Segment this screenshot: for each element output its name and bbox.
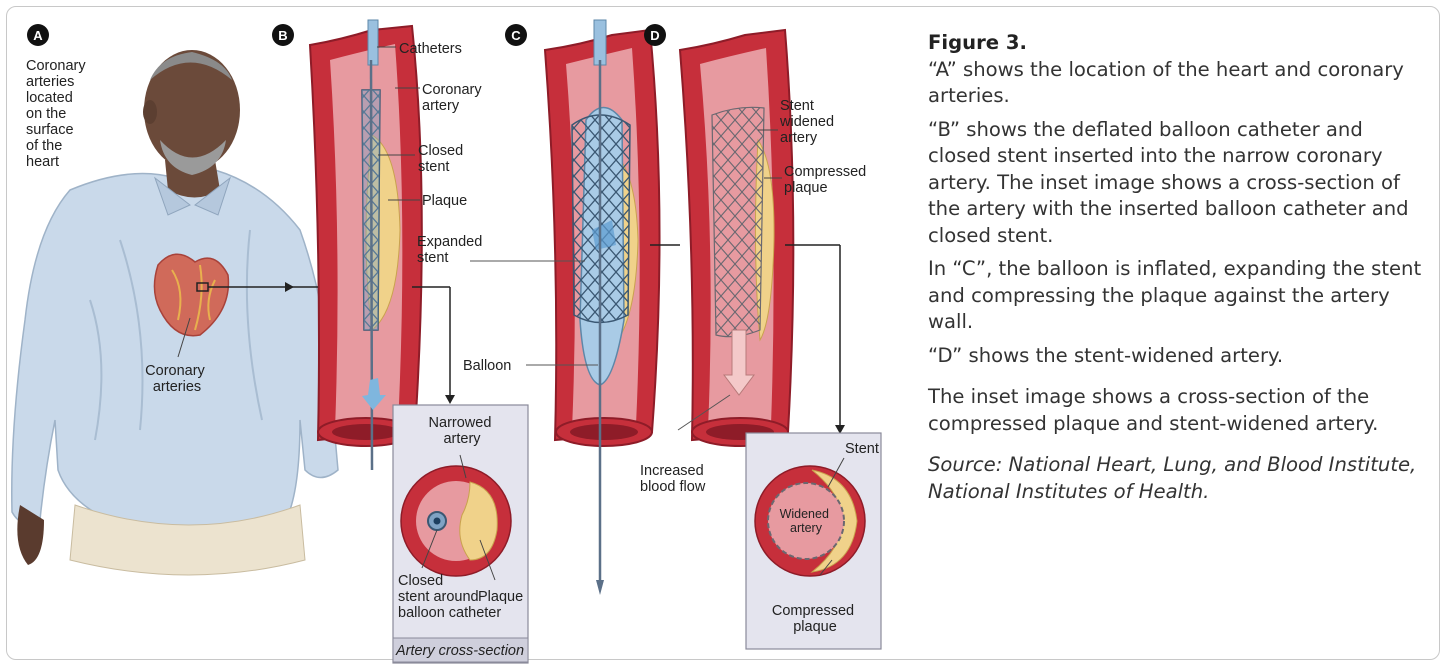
label-coronary-arteries: Coronary arteries: [145, 363, 209, 395]
label-coronary-artery: Coronary artery: [422, 82, 486, 114]
label-coronary-arteries-located: Coronary arteries located on the surface…: [26, 58, 90, 170]
svg-text:A: A: [33, 28, 43, 43]
label-compressed-plaque: Compressed plaque: [784, 164, 870, 196]
stent-procedure-illustration: A B C D Coronary arteries located on the…: [0, 0, 930, 666]
panel-letter-d: D: [644, 24, 666, 46]
caption-paragraph-inset: The inset image shows a cross-section of…: [928, 384, 1428, 437]
panel-d-artery: [678, 30, 845, 446]
label-artery-cross-section: Artery cross-section: [395, 643, 524, 659]
caption-paragraph-d: “D” shows the stent-widened artery.: [928, 343, 1428, 370]
label-catheters: Catheters: [399, 41, 462, 57]
label-increased-blood-flow: Increased blood flow: [640, 463, 708, 495]
caption-title: Figure 3.: [928, 30, 1428, 57]
label-stent: Stent: [845, 441, 879, 457]
caption-paragraph-c: In “C”, the balloon is inflated, expandi…: [928, 256, 1428, 336]
svg-text:D: D: [650, 28, 659, 43]
svg-text:C: C: [511, 28, 521, 43]
svg-text:B: B: [278, 28, 287, 43]
label-stent-widened-artery: Stent widened artery: [779, 98, 838, 146]
caption-source: Source: National Heart, Lung, and Blood …: [928, 452, 1428, 505]
panel-letter-b: B: [272, 24, 294, 46]
label-plaque: Plaque: [422, 193, 467, 209]
label-closed-stent: Closed stent: [418, 143, 467, 175]
figure-caption: Figure 3. “A” shows the location of the …: [928, 30, 1428, 505]
panel-letter-a: A: [27, 24, 49, 46]
panel-letter-c: C: [505, 24, 527, 46]
caption-paragraph-b: “B” shows the deflated balloon catheter …: [928, 117, 1428, 250]
label-plaque-inset: Plaque: [478, 589, 523, 605]
label-balloon: Balloon: [463, 358, 511, 374]
caption-paragraph-a: “A” shows the location of the heart and …: [928, 57, 1428, 110]
